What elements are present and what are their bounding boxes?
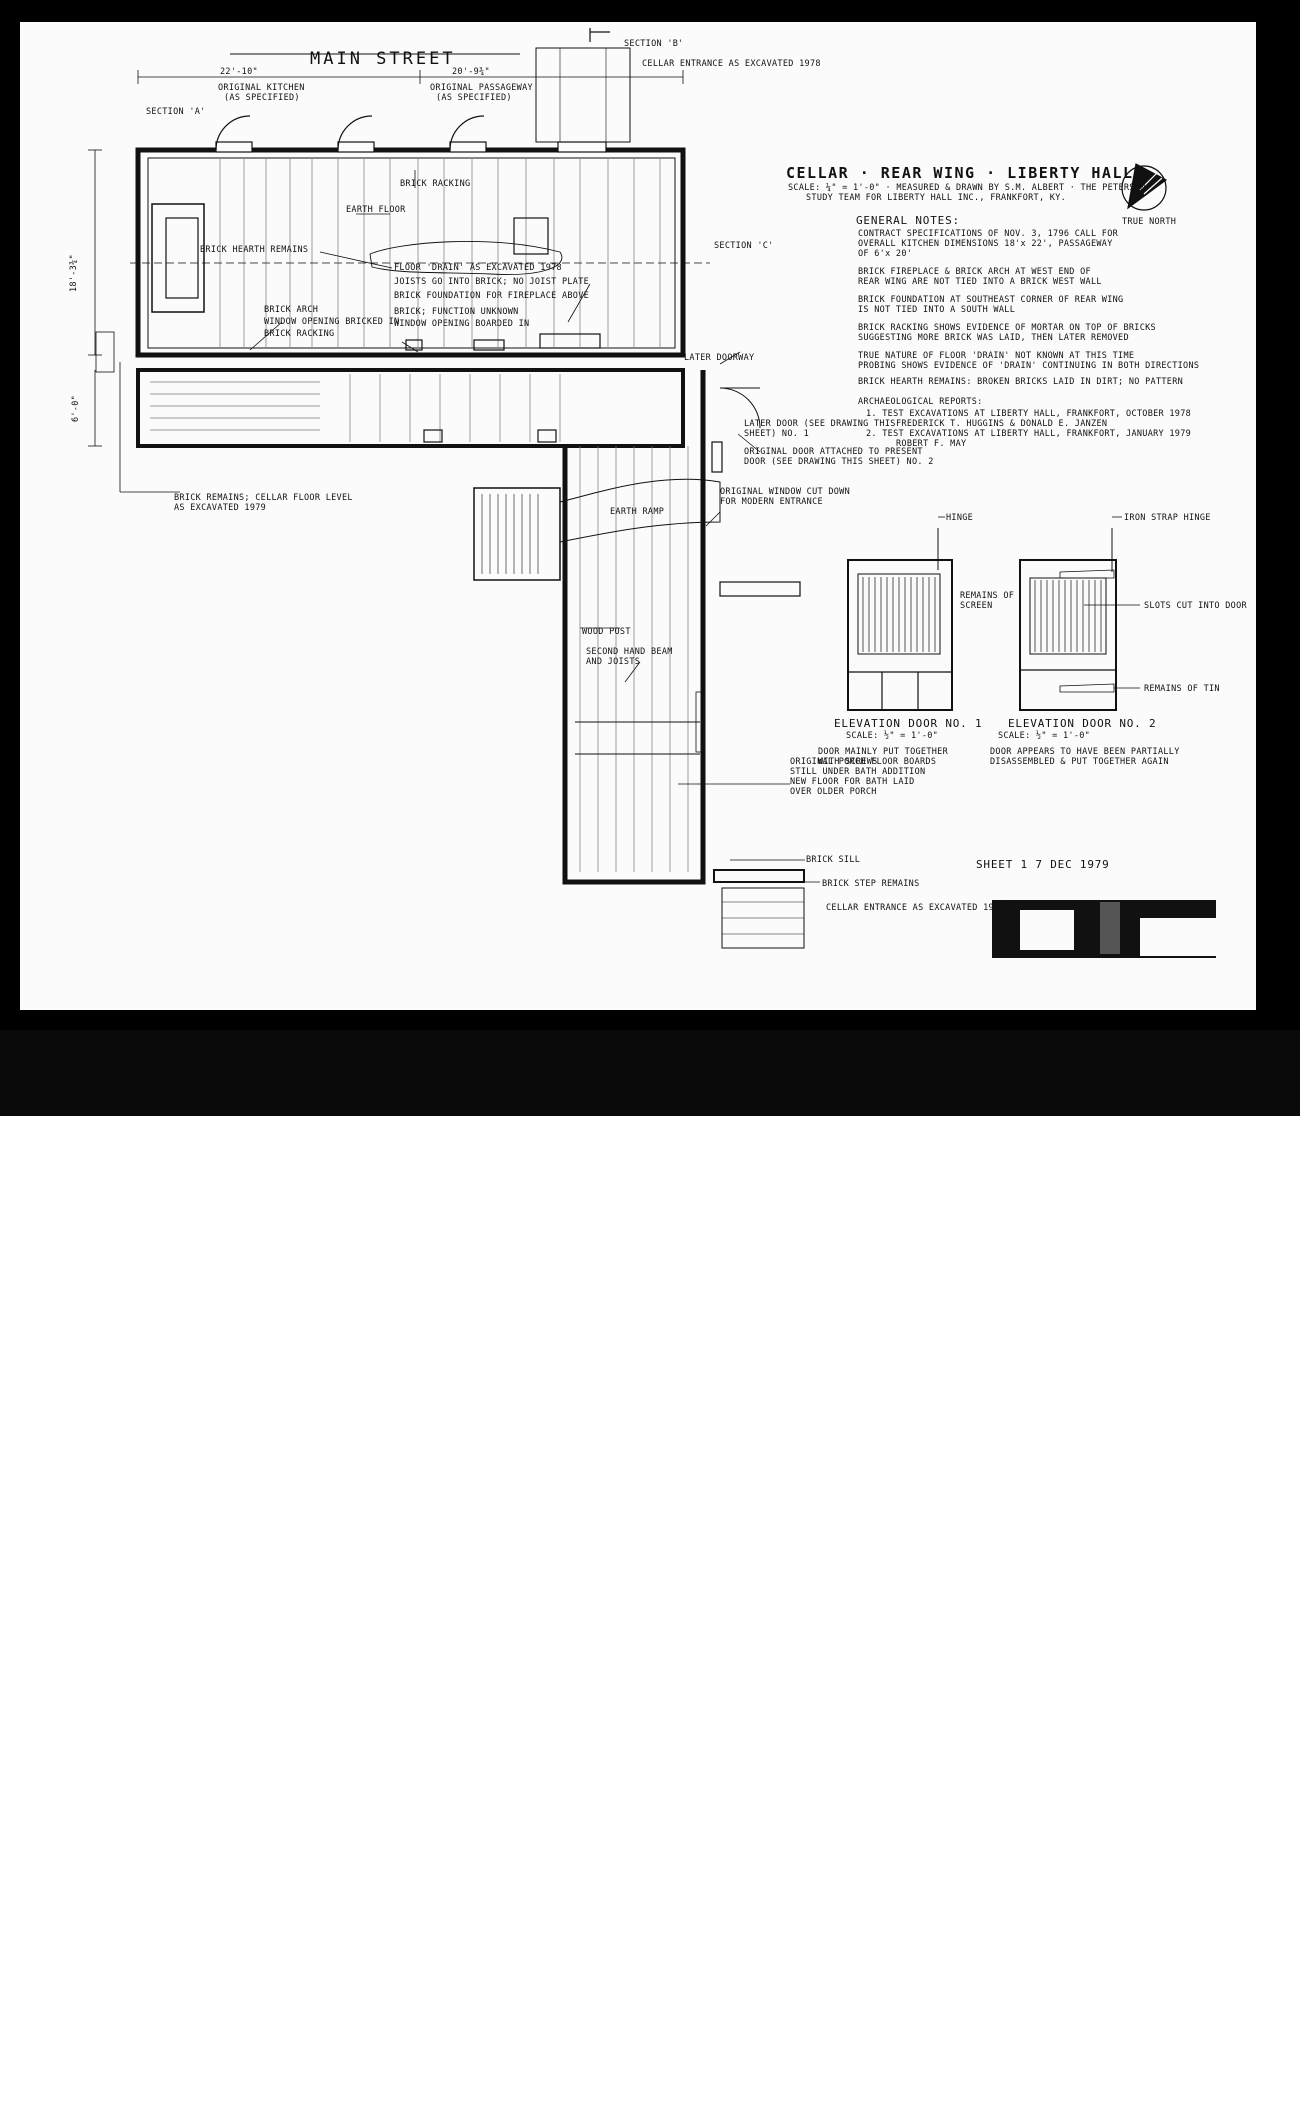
label-brick-racking-bottom: BRICK RACKING (264, 329, 334, 339)
label-second-hand-2: AND JOISTS (586, 657, 640, 667)
drawing-subtitle-2: STUDY TEAM FOR LIBERTY HALL INC., FRANKF… (806, 193, 1066, 203)
label-brick-remains-1: BRICK REMAINS; CELLAR FLOOR LEVEL (174, 493, 353, 503)
door1-note-1: DOOR MAINLY PUT TOGETHER (818, 747, 949, 757)
true-north-label: TRUE NORTH (1122, 217, 1176, 227)
dim-passage: 20'-9¾" (452, 67, 490, 77)
label-joists: JOISTS GO INTO BRICK; NO JOIST PLATE (394, 277, 589, 287)
label-wood-post: WOOD POST (582, 627, 631, 637)
door1-screen-label-1: REMAINS OF (960, 591, 1014, 601)
note-2-line-1: BRICK FIREPLACE & BRICK ARCH AT WEST END… (858, 267, 1091, 277)
footer-banner: alamy (0, 1030, 1300, 2104)
label-brick-racking-top: BRICK RACKING (400, 179, 470, 189)
label-window-bricked: WINDOW OPENING BRICKED IN (264, 317, 399, 327)
drawing-title: CELLAR · REAR WING · LIBERTY HALL (786, 164, 1134, 182)
door-1-elevation (847, 528, 953, 711)
label-brick-sill: BRICK SILL (806, 855, 860, 865)
kitchen-label-2: (AS SPECIFIED) (224, 93, 300, 103)
dim-width: 6'-0" (71, 395, 81, 422)
passage-label-1: ORIGINAL PASSAGEWAY (430, 83, 533, 93)
cellar-entrance-top: CELLAR ENTRANCE AS EXCAVATED 1978 (642, 59, 821, 69)
dimension-lines (88, 70, 710, 493)
label-original-window-2: FOR MODERN ENTRANCE (720, 497, 823, 507)
general-notes: CONTRACT SPECIFICATIONS OF NOV. 3, 1796 … (858, 229, 1199, 387)
label-brick-arch: BRICK ARCH (264, 305, 318, 315)
drawing-sheet: MAIN STREET SECTION 'B' CELLAR ENTRANCE … (20, 22, 1256, 1010)
label-original-floor-1: ORIGINAL PORCH FLOOR BOARDS (790, 757, 936, 767)
general-notes-heading: GENERAL NOTES: (856, 214, 960, 227)
banner-bar (0, 1030, 1300, 1116)
door1-title: ELEVATION DOOR NO. 1 (834, 717, 982, 730)
note-4-line-1: BRICK RACKING SHOWS EVIDENCE OF MORTAR O… (858, 323, 1156, 333)
door2-title: ELEVATION DOOR NO. 2 (1008, 717, 1156, 730)
hearth (151, 203, 205, 313)
label-later-door-2: SHEET) NO. 1 (744, 429, 809, 439)
door1-scale: SCALE: ½" = 1'-0" (846, 730, 938, 741)
label-window-boarded: WINDOW OPENING BOARDED IN (394, 319, 529, 329)
label-cellar-entrance-bottom: CELLAR ENTRANCE AS EXCAVATED 1978 (826, 903, 1005, 913)
note-5-line-1: TRUE NATURE OF FLOOR 'DRAIN' NOT KNOWN A… (858, 351, 1134, 361)
label-later-door-1: LATER DOOR (SEE DRAWING THIS (744, 419, 896, 429)
door1-screen-label-2: SCREEN (960, 601, 993, 611)
note-5-line-2: PROBING SHOWS EVIDENCE OF 'DRAIN' CONTIN… (858, 361, 1199, 371)
passageway-room (95, 331, 685, 448)
earth-ramp (473, 487, 561, 581)
arch-report-2-authors: ROBERT F. MAY (896, 439, 966, 449)
note-1-line-3: OF 6'x 20' (858, 249, 912, 259)
label-brick-function: BRICK; FUNCTION UNKNOWN (394, 307, 519, 317)
dim-kitchen: 22'-10" (220, 67, 258, 77)
label-earth-floor: EARTH FLOOR (346, 205, 406, 215)
later-doorway-label: LATER DOORWAY (684, 353, 754, 363)
note-1-line-1: CONTRACT SPECIFICATIONS OF NOV. 3, 1796 … (858, 229, 1119, 239)
note-4-line-2: SUGGESTING MORE BRICK WAS LAID, THEN LAT… (858, 333, 1129, 343)
note-3-line-1: BRICK FOUNDATION AT SOUTHEAST CORNER OF … (858, 295, 1123, 305)
north-arrow-icon (1121, 163, 1168, 211)
door2-scale: SCALE: ½" = 1'-0" (998, 730, 1090, 741)
label-original-floor-2: STILL UNDER BATH ADDITION (790, 767, 925, 777)
door2-hinge-label: IRON STRAP HINGE (1124, 513, 1211, 523)
label-brick-step: BRICK STEP REMAINS (822, 879, 920, 889)
section-b-label: SECTION 'B' (624, 39, 684, 49)
door-2-elevation (1019, 528, 1117, 711)
arch-report-1-authors: FREDERICK T. HUGGINS & DONALD E. JANZEN (896, 419, 1107, 429)
label-earth-ramp: EARTH RAMP (610, 507, 664, 517)
label-floor-drain: FLOOR 'DRAIN' AS EXCAVATED 1978 (394, 263, 562, 273)
kitchen-label-1: ORIGINAL KITCHEN (218, 83, 305, 93)
label-brick-foundation: BRICK FOUNDATION FOR FIREPLACE ABOVE (394, 291, 589, 301)
section-c-label: SECTION 'C' (714, 241, 774, 251)
dim-height: 18'-3¾" (69, 254, 79, 292)
sheet-label: SHEET 1 7 DEC 1979 (976, 858, 1110, 871)
door1-note-2: WITH SCREWS (818, 757, 878, 767)
floor-plan-drawing: MAIN STREET SECTION 'B' CELLAR ENTRANCE … (69, 28, 1248, 958)
note-2-line-2: REAR WING ARE NOT TIED INTO A BRICK WEST… (858, 277, 1102, 287)
alamy-logo-text: alamy (1180, 2085, 1222, 2104)
note-6-line-1: BRICK HEARTH REMAINS: BROKEN BRICKS LAID… (858, 377, 1183, 387)
label-original-floor-3: NEW FLOOR FOR BATH LAID (790, 777, 915, 787)
door2-tin-label: REMAINS OF TIN (1144, 684, 1220, 694)
rear-wing (230, 28, 805, 949)
note-1-line-2: OVERALL KITCHEN DIMENSIONS 18'x 22', PAS… (858, 239, 1113, 249)
section-a-label: SECTION 'A' (146, 107, 206, 117)
note-3-line-2: IS NOT TIED INTO A SOUTH WALL (858, 305, 1015, 315)
label-brick-hearth: BRICK HEARTH REMAINS (200, 245, 308, 255)
kitchen-room (135, 115, 686, 358)
street-label: MAIN STREET (310, 49, 456, 69)
label-original-floor-4: OVER OLDER PORCH (790, 787, 877, 797)
film-strip (992, 900, 1216, 958)
label-original-door-2: DOOR (SEE DRAWING THIS SHEET) NO. 2 (744, 457, 934, 467)
door1-hinge-label: HINGE (946, 513, 973, 523)
door2-note-1: DOOR APPEARS TO HAVE BEEN PARTIALLY (990, 747, 1180, 757)
label-brick-remains-2: AS EXCAVATED 1979 (174, 503, 266, 513)
arch-reports-heading: ARCHAEOLOGICAL REPORTS: (858, 397, 983, 407)
door2-slots-label: SLOTS CUT INTO DOOR (1144, 601, 1248, 611)
leader-lines (249, 170, 1140, 883)
drawing-subtitle-1: SCALE: ¼" = 1'-0" · MEASURED & DRAWN BY … (788, 183, 1146, 193)
label-original-window-1: ORIGINAL WINDOW CUT DOWN (720, 487, 850, 497)
arch-report-2: 2. TEST EXCAVATIONS AT LIBERTY HALL, FRA… (866, 429, 1191, 439)
label-original-door-1: ORIGINAL DOOR ATTACHED TO PRESENT (744, 447, 923, 457)
label-second-hand-1: SECOND HAND BEAM (586, 647, 673, 657)
passage-label-2: (AS SPECIFIED) (436, 93, 512, 103)
arch-report-1: 1. TEST EXCAVATIONS AT LIBERTY HALL, FRA… (866, 409, 1191, 419)
door2-note-2: DISASSEMBLED & PUT TOGETHER AGAIN (990, 757, 1169, 767)
